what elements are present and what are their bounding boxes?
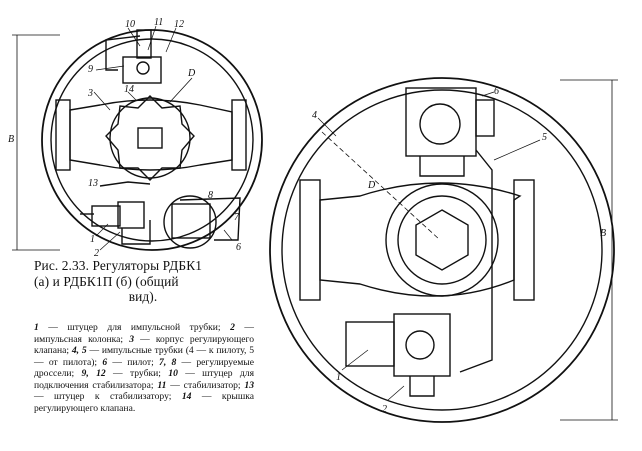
legend-number: 4, 5 — [71, 345, 87, 356]
label-a-11: 11 — [154, 17, 163, 28]
label-b-B: B — [600, 228, 606, 239]
label-a-12: 12 — [174, 19, 184, 30]
legend-text: — импульсные трубки (4 — к пилоту, 5 — о… — [34, 345, 255, 368]
figure-caption: Рис. 2.33. Регуляторы РДБК1 (а) и РДБК1П… — [34, 258, 252, 305]
legend-number: 2 — [230, 322, 235, 333]
legend-number: 14 — [181, 391, 192, 402]
legend-number: 9, 12 — [81, 368, 106, 379]
drawing-a-labels: 10 11 12 9 14 D 3 13 B 7 8 1 2 6 — [8, 17, 241, 259]
label-b-1: 1 — [336, 372, 341, 383]
legend-number: 13 — [244, 379, 254, 391]
legend-number: 6 — [102, 356, 108, 368]
label-a-13: 13 — [88, 178, 98, 189]
legend-number: 11 — [157, 379, 167, 391]
label-b-2: 2 — [382, 404, 387, 415]
label-a-9: 9 — [88, 64, 93, 75]
figure-legend: 1 — штуцер для импульсной трубки; 2 — им… — [34, 322, 254, 414]
drawing-b-labels: 6 4 5 D B 1 2 — [312, 86, 606, 415]
label-a-3: 3 — [87, 88, 93, 99]
label-b-6: 6 — [494, 86, 499, 97]
label-a-14: 14 — [124, 84, 134, 95]
legend-text: — крышка регулирующего клапана. — [34, 391, 254, 414]
legend-number: 7, 8 — [159, 356, 177, 368]
label-a-6: 6 — [236, 242, 241, 253]
label-a-B: B — [8, 134, 14, 145]
legend-text: — штуцер к стабилизатору; — [34, 391, 182, 402]
caption-line-1: Рис. 2.33. Регуляторы РДБК1 — [34, 258, 203, 273]
legend-number: 3 — [129, 333, 134, 345]
legend-text: — корпус регулирующего клапана; — [34, 333, 254, 357]
caption-line-2: (а) и РДБК1П (б) (общий — [34, 273, 179, 289]
legend-number: 1 — [34, 322, 39, 333]
label-b-5: 5 — [542, 132, 547, 143]
label-b-4: 4 — [312, 110, 317, 121]
label-a-D: D — [187, 68, 196, 79]
legend-text: — регулируемые дроссели; — [34, 356, 254, 380]
label-a-8: 8 — [208, 190, 213, 201]
label-a-10: 10 — [125, 19, 135, 30]
caption-line-3: вид). — [128, 289, 158, 304]
legend-text: — штуцер для импульсной трубки; — [38, 322, 231, 333]
label-a-1: 1 — [90, 234, 95, 245]
legend-text: — пилот; — [107, 356, 160, 368]
legend-text: — трубки; — [105, 368, 169, 379]
legend-text: — штуцер для подключения стабилизатора; — [34, 368, 255, 391]
label-a-7: 7 — [234, 212, 240, 223]
drawing-b — [269, 77, 618, 423]
legend-text: — импульсная колонка; — [34, 322, 254, 345]
label-b-D: D — [367, 180, 376, 191]
label-a-2: 2 — [94, 248, 99, 259]
legend-number: 10 — [168, 368, 178, 379]
legend-text: — стабилизатор; — [166, 379, 245, 391]
drawing-a — [12, 25, 263, 251]
